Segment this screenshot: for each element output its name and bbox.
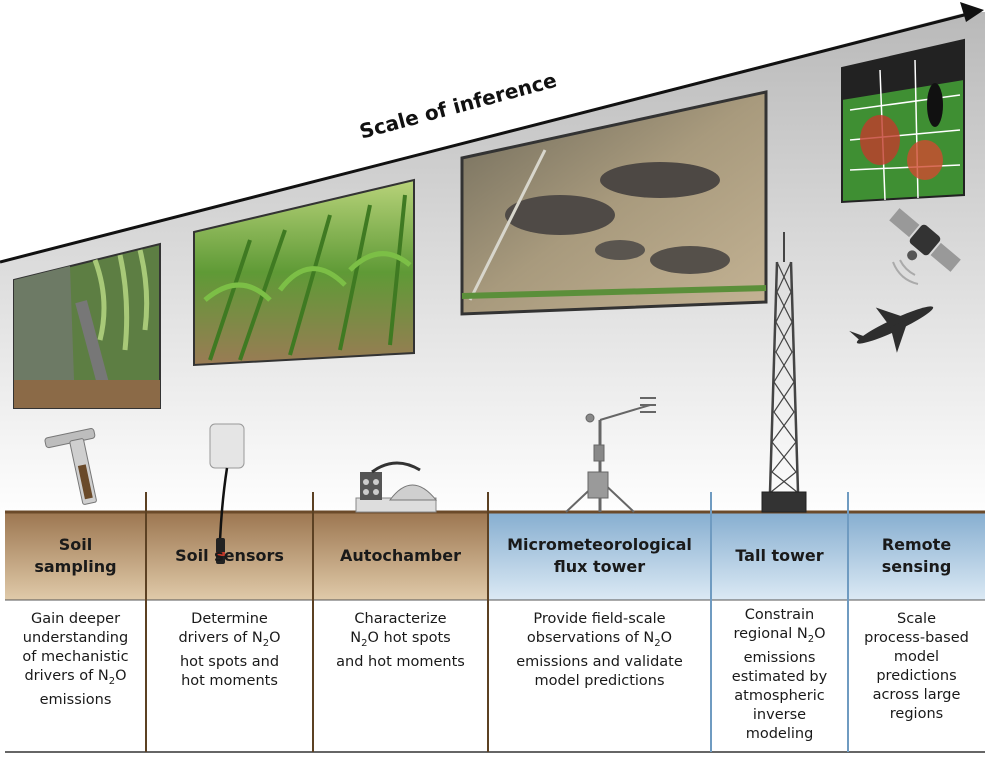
air-band [488, 512, 985, 600]
header-soil-sampling: Soil sampling [34, 535, 117, 576]
soil-core-sampler-icon [44, 428, 97, 505]
header-flux-tower: Micrometeorological flux tower [507, 535, 692, 576]
tall-tower-icon [761, 232, 807, 513]
cornfield-photo [193, 178, 415, 367]
scale-arrow-line [0, 12, 969, 264]
soil-sensor-icon [209, 423, 245, 564]
description-flux-tower: Provide field-scale observations of N2O … [516, 611, 683, 689]
description-soil-sampling: Gain deeper understanding of mechanistic… [22, 611, 129, 708]
header-tall-tower: Tall tower [735, 546, 824, 565]
description-remote-sensing: Scale process-based model predictions ac… [864, 611, 969, 722]
description-soil-sensors: Determine drivers of N2O hot spots and h… [178, 611, 281, 689]
header-soil-sensors: Soil sensors [175, 546, 284, 565]
airplane-icon [849, 306, 934, 353]
aerial-field-photo [460, 90, 768, 316]
header-remote-sensing: Remote sensing [881, 535, 952, 576]
satellite-icon [889, 208, 961, 272]
header-autochamber: Autochamber [340, 546, 461, 565]
arrow-head-icon [960, 2, 984, 22]
soil-band [5, 512, 488, 600]
description-tall-tower: Constrain regional N2O emissions estimat… [731, 607, 828, 742]
regional-map-photo [841, 38, 965, 204]
flux-tower-icon [565, 397, 656, 513]
description-autochamber: Characterize N2O hot spots and hot momen… [336, 611, 465, 670]
soil-sampling-photo [13, 242, 161, 409]
autochamber-icon [355, 461, 438, 513]
signal-waves [892, 259, 919, 285]
